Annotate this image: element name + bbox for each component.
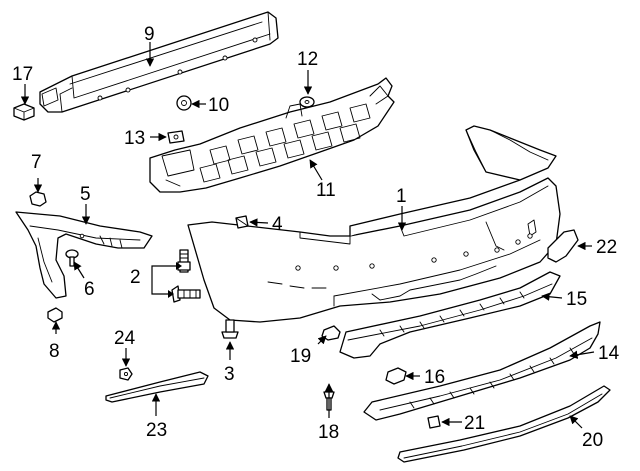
callout-14: 14 [598, 343, 620, 364]
part-24-clip [119, 367, 133, 381]
callout-13: 13 [124, 128, 145, 149]
part-10-push-nut [176, 95, 192, 111]
part-3-fastener [221, 319, 239, 339]
leader-11 [309, 159, 323, 181]
leader-19 [317, 335, 327, 345]
callout-15: 15 [566, 289, 587, 310]
part-9-impact-bar [39, 11, 279, 113]
leader-4 [249, 218, 269, 227]
callout-21: 21 [464, 413, 485, 434]
callout-8: 8 [49, 341, 60, 362]
part-22-reflector [547, 229, 579, 263]
callout-20: 20 [582, 430, 603, 451]
callout-4: 4 [272, 214, 283, 235]
callout-9: 9 [144, 24, 155, 45]
callout-19: 19 [290, 346, 311, 367]
part-17-clip [13, 103, 35, 121]
leader-6 [73, 261, 85, 279]
part-2-bolts [171, 249, 201, 303]
part-21-clip [427, 415, 441, 429]
part-16-nut [385, 367, 407, 385]
part-5-side-bracket [15, 211, 153, 299]
part-12-washer [299, 96, 315, 108]
callout-16: 16 [424, 367, 445, 388]
callout-22: 22 [596, 237, 617, 258]
callout-2: 2 [130, 267, 141, 288]
callout-5: 5 [80, 184, 91, 205]
leader-15 [541, 292, 563, 301]
leader-20 [569, 415, 583, 429]
part-11-energy-absorber [149, 77, 395, 193]
part-13-clip [167, 130, 185, 144]
callout-numbers: 9 17 10 12 13 11 7 5 6 8 4 1 22 2 15 19 … [12, 24, 620, 451]
callout-12: 12 [297, 49, 318, 70]
part-8-pad [47, 307, 63, 323]
callout-1: 1 [396, 186, 407, 207]
callout-11: 11 [316, 180, 336, 201]
leader-lines [20, 42, 595, 429]
part-7-pad [29, 191, 47, 207]
part-15-lower-valance [339, 271, 561, 359]
part-1-bumper-cover [187, 125, 561, 323]
part-20-lower-molding [397, 385, 611, 463]
leader-2 [151, 265, 176, 295]
part-4-clip [235, 215, 249, 229]
callout-23: 23 [146, 420, 167, 441]
callout-17: 17 [12, 64, 33, 85]
callout-6: 6 [84, 279, 95, 300]
part-14-diffuser [363, 321, 601, 421]
callout-3: 3 [224, 364, 235, 385]
callout-7: 7 [31, 152, 42, 173]
callout-24: 24 [114, 328, 136, 349]
callout-10: 10 [208, 95, 229, 116]
callout-18: 18 [318, 422, 339, 443]
part-6-push-pin [65, 249, 79, 267]
leader-14 [569, 350, 595, 359]
part-23-molding-strip [105, 371, 209, 403]
